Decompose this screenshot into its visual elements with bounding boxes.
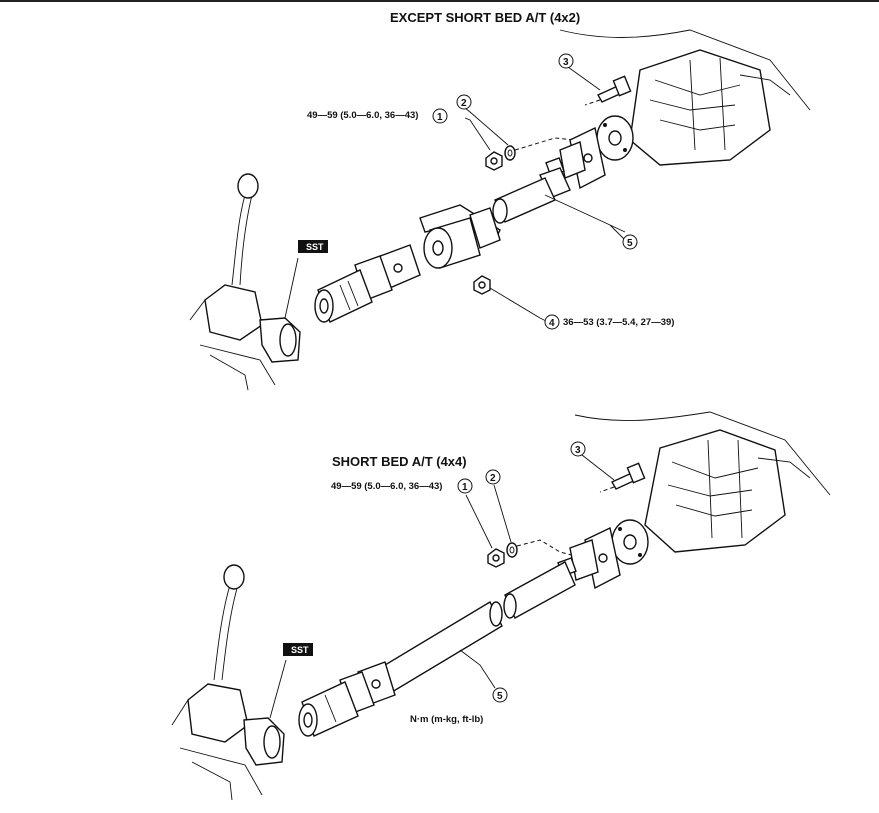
top-transmission-icon	[189, 173, 301, 391]
top-sst-tag: SST	[298, 240, 328, 253]
top-differential-icon	[559, 29, 811, 166]
bottom-differential-icon	[574, 411, 831, 565]
top-spec-4: 36—53 (3.7—5.4, 27—39)	[563, 317, 674, 328]
svg-text:4: 4	[549, 318, 555, 329]
svg-text:5: 5	[497, 691, 503, 702]
svg-text:1: 1	[462, 482, 468, 493]
svg-text:2: 2	[490, 473, 496, 484]
bottom-callout-3: 3	[570, 441, 586, 457]
top-rear-ujoint-icon	[545, 126, 606, 190]
svg-text:3: 3	[563, 57, 569, 68]
top-nut-4-icon	[473, 275, 541, 319]
top-callout-3: 3	[558, 53, 574, 69]
bottom-nut-washer-icon	[487, 539, 576, 568]
bottom-callout-2: 2	[485, 469, 501, 485]
top-diagram: EXCEPT SHORT BED A/T (4x2)	[189, 10, 811, 391]
bottom-front-ujoint-icon	[298, 661, 396, 737]
bottom-units-note: N·m (m-kg, ft-lb)	[410, 714, 483, 725]
bottom-bolt-3-icon	[599, 462, 646, 493]
top-callout-1: 1	[432, 108, 448, 124]
top-callout-4: 4	[544, 314, 560, 330]
top-spec-1: 49—59 (5.0—6.0, 36—43)	[307, 110, 418, 121]
top-shaft-tube-icon	[492, 167, 626, 233]
top-title: EXCEPT SHORT BED A/T (4x2)	[390, 10, 580, 25]
bottom-transmission-icon	[171, 564, 287, 801]
top-bolt-3-icon	[584, 75, 632, 106]
bottom-spec-1: 49—59 (5.0—6.0, 36—43)	[331, 481, 442, 492]
bottom-sst-tag: SST	[283, 643, 313, 656]
svg-text:3: 3	[575, 445, 581, 456]
top-nut-washer-icon	[485, 137, 576, 171]
svg-text:2: 2	[461, 98, 467, 109]
top-border-line	[0, 0, 879, 2]
bottom-sst-label: SST	[291, 645, 309, 655]
top-front-ujoint-icon	[314, 244, 421, 323]
bottom-callout-5: 5	[492, 687, 508, 703]
svg-text:1: 1	[437, 112, 443, 123]
top-sst-label: SST	[306, 242, 324, 252]
bottom-callout-1: 1	[457, 478, 473, 494]
top-callout-5: 5	[622, 234, 638, 250]
svg-text:5: 5	[627, 238, 633, 249]
bottom-title: SHORT BED A/T (4x4)	[332, 454, 467, 469]
top-center-bearing-icon	[419, 204, 501, 269]
bottom-shaft-tube-icon	[379, 561, 576, 693]
bottom-diagram: SHORT BED A/T (4x4)	[171, 411, 831, 801]
top-callout-2: 2	[456, 94, 472, 110]
